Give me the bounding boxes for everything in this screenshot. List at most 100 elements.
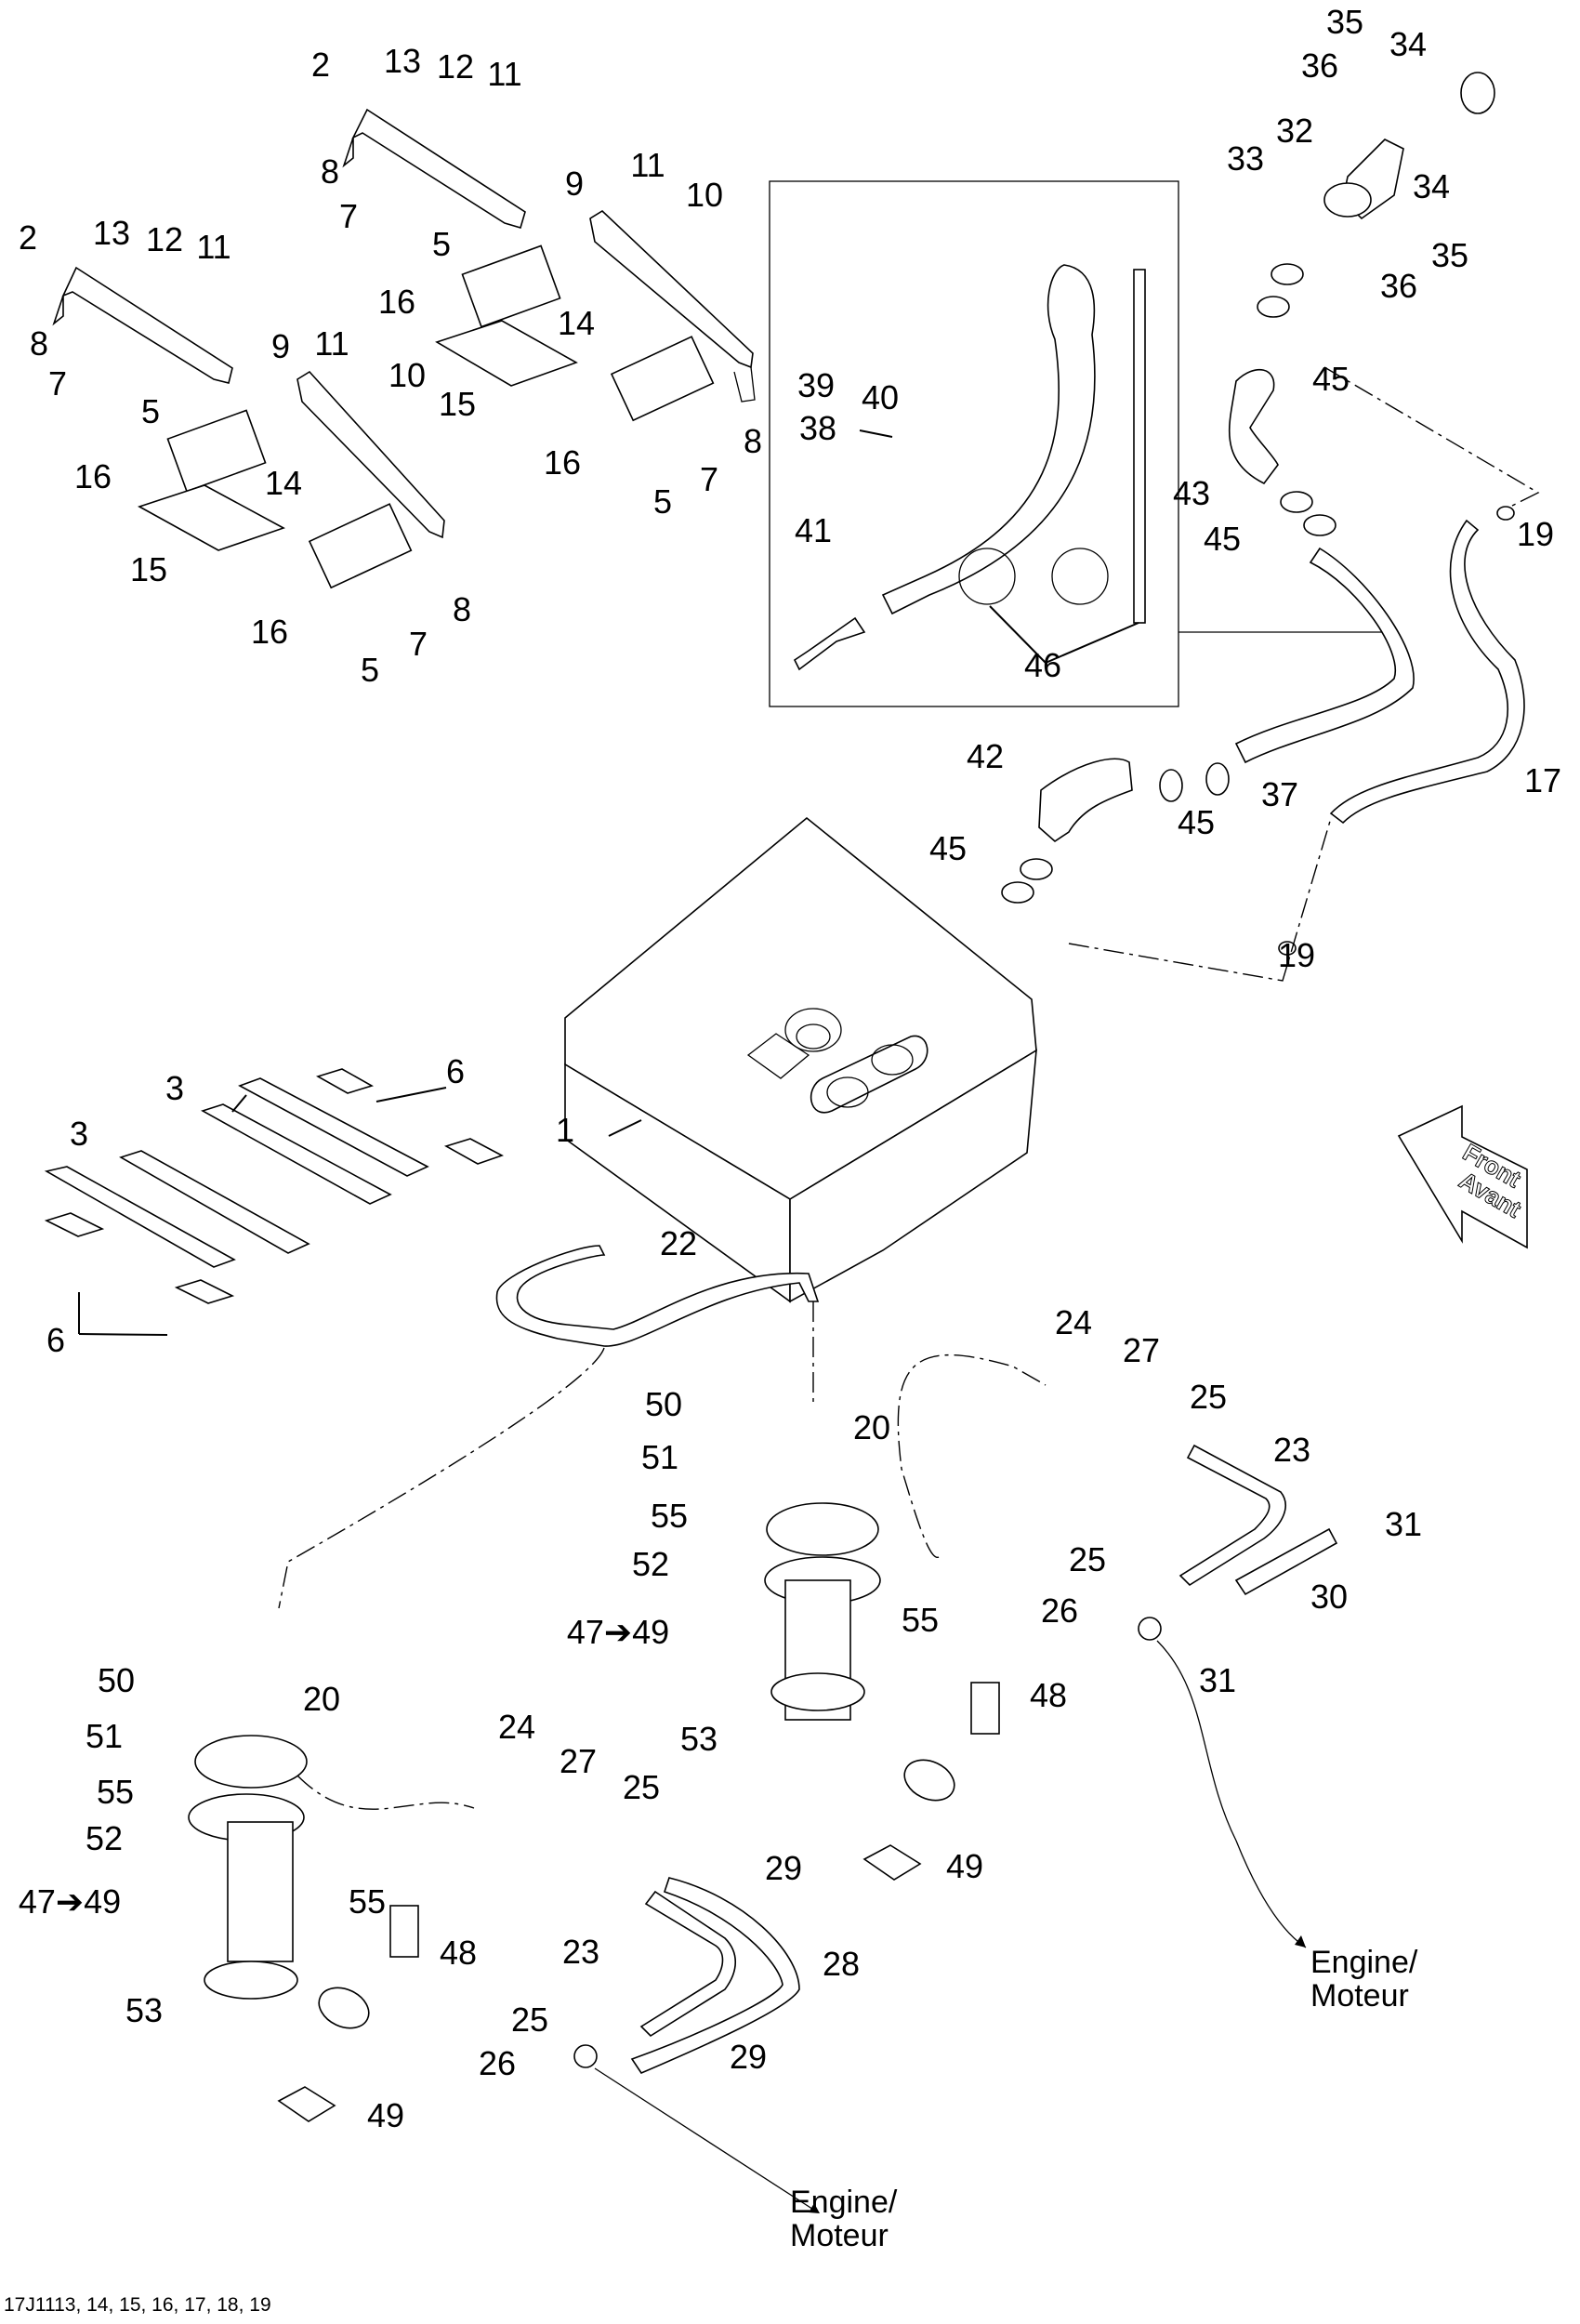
callout-35: 35	[1326, 3, 1363, 41]
callout-48: 48	[1030, 1676, 1067, 1714]
callout-55: 55	[349, 1882, 386, 1921]
callout-28: 28	[823, 1945, 860, 1983]
engine-label-lower: Engine/ Moteur	[790, 2185, 898, 2253]
filler-cap-assembly	[1323, 72, 1495, 220]
callout-12: 12	[146, 220, 183, 258]
callout-7: 7	[48, 364, 67, 403]
fuel-line-23-lower	[639, 1890, 736, 2038]
clamp-19-upper	[1496, 506, 1515, 521]
callout-33: 33	[1227, 139, 1264, 178]
callout-29: 29	[730, 2038, 767, 2076]
callout-6: 6	[446, 1052, 465, 1090]
callout-13: 13	[384, 42, 421, 80]
callout-42: 42	[967, 737, 1004, 775]
callout-30: 30	[1310, 1578, 1348, 1616]
filler-cap	[1460, 72, 1495, 114]
hose-clamps-45	[1001, 263, 1336, 904]
callout-5: 5	[361, 651, 379, 689]
callout-45: 45	[1204, 520, 1241, 558]
foam-pads	[44, 1068, 505, 1304]
pad-3-c	[119, 1150, 310, 1254]
callout-14: 14	[558, 304, 595, 342]
callout-11: 11	[487, 55, 521, 93]
callout-20: 20	[303, 1680, 340, 1718]
callout-17: 17	[1524, 761, 1561, 799]
callout-46: 46	[1024, 646, 1061, 684]
callout-43: 43	[1173, 474, 1210, 512]
fuel-sender-upper	[764, 1502, 1000, 1881]
pad-15-front	[138, 484, 285, 551]
callout-8: 8	[453, 590, 471, 628]
callout-7: 7	[700, 460, 718, 498]
pad-15-rear	[435, 320, 578, 387]
callout-40: 40	[862, 378, 899, 416]
plate-16-rear-a	[461, 244, 561, 328]
callout-25: 25	[1069, 1540, 1106, 1578]
callout-50: 50	[98, 1661, 135, 1699]
hose-42	[1038, 758, 1133, 843]
callout-11: 11	[314, 324, 349, 363]
filler-neck-detail-box	[769, 180, 1179, 707]
callout-34: 34	[1389, 25, 1427, 63]
bracket-2-front	[52, 295, 64, 326]
callout-45: 45	[929, 829, 967, 867]
callout-23: 23	[1273, 1431, 1310, 1469]
fuel-sender-lower	[188, 1735, 419, 2122]
pad-6-d	[174, 1279, 235, 1304]
callout-25: 25	[1190, 1378, 1227, 1416]
callout-11: 11	[196, 228, 230, 266]
callout-27: 27	[1123, 1331, 1160, 1369]
spiral-guard-30	[1234, 1527, 1338, 1596]
pad-6-a	[315, 1068, 375, 1094]
pad-6-b	[443, 1138, 505, 1165]
callout-38: 38	[799, 409, 836, 447]
callout-25: 25	[511, 2000, 548, 2039]
leader-lines	[78, 429, 1139, 1336]
pad-3-a	[238, 1077, 429, 1177]
figure-reference-code: 17J1113, 14, 15, 16, 17, 18, 19	[4, 2294, 271, 2316]
engine-label-upper: Engine/ Moteur	[1310, 1945, 1418, 2014]
callout-1: 1	[556, 1111, 574, 1149]
callout-14: 14	[265, 464, 302, 502]
bracket-9-rear	[589, 209, 754, 369]
callout-5: 5	[653, 482, 672, 521]
callout-5: 5	[432, 225, 451, 263]
strap-bracket-assembly-rear	[342, 108, 756, 422]
callout-16: 16	[544, 443, 581, 482]
connector-26-lower	[573, 2044, 598, 2068]
engine-label-lower-line2: Moteur	[790, 2218, 889, 2253]
fuel-tank-1	[564, 816, 1037, 1303]
hose-43	[1228, 368, 1279, 485]
pad-3-b	[200, 1103, 392, 1205]
plate-16-front-a	[166, 409, 267, 493]
callout-25: 25	[623, 1768, 660, 1806]
plate-16-front-b	[308, 503, 413, 589]
callout-31: 31	[1199, 1661, 1236, 1699]
callout-47-49: 47➔49	[567, 1613, 669, 1651]
bracket-9-front	[296, 370, 445, 539]
bracket-13-front	[61, 266, 233, 384]
callout-15: 15	[130, 550, 167, 588]
callout-53: 53	[125, 1991, 163, 2029]
engine-label-lower-line1: Engine/	[790, 2185, 898, 2220]
callout-55: 55	[97, 1773, 134, 1811]
callout-37: 37	[1261, 775, 1298, 813]
callout-52: 52	[632, 1545, 669, 1583]
gasket-33	[1323, 182, 1372, 218]
callout-2: 2	[19, 218, 37, 257]
vent-hose-17	[1329, 519, 1525, 825]
callout-16: 16	[74, 457, 112, 495]
callout-35: 35	[1431, 236, 1468, 274]
callout-51: 51	[86, 1717, 123, 1755]
callout-8: 8	[744, 422, 762, 460]
callout-10: 10	[686, 176, 723, 214]
callout-51: 51	[641, 1438, 678, 1476]
callout-22: 22	[660, 1224, 697, 1262]
bracket-13-rear	[351, 108, 526, 229]
callout-52: 52	[86, 1819, 123, 1857]
callout-8: 8	[30, 324, 48, 363]
callout-12: 12	[437, 47, 474, 86]
callout-15: 15	[439, 385, 476, 423]
engine-label-upper-line2: Moteur	[1310, 1978, 1409, 2014]
